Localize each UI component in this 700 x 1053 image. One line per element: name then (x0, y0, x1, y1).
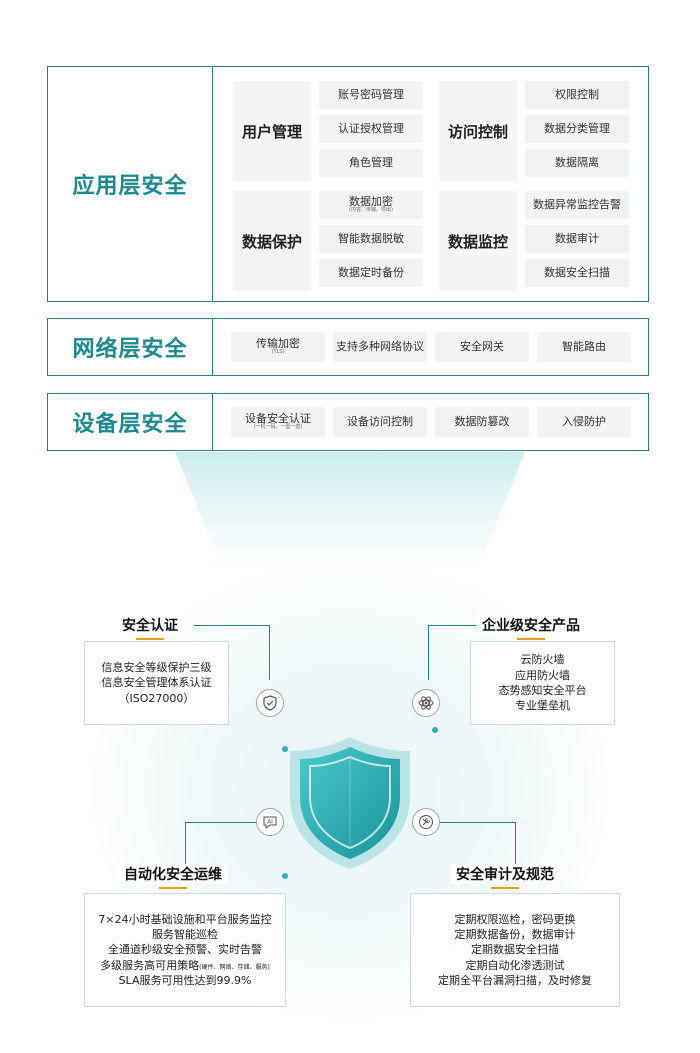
group-data-monitoring: 数据监控 数据异常监控告警 数据审计 数据安全扫描 (439, 191, 629, 291)
group-label: 数据保护 (233, 191, 311, 291)
ops-title: 自动化安全运维 (118, 864, 228, 884)
connector-enterprise (428, 625, 478, 680)
strategy-sub: (硬件、网络、存储、服务) (199, 963, 270, 971)
cert-title: 安全认证 (116, 615, 184, 635)
dot (432, 727, 438, 733)
chip: 传输加密 (TLS) (231, 332, 325, 362)
tools-icon (412, 808, 440, 836)
chip: 设备安全认证 (一机一码、一型一密) (231, 407, 325, 437)
dot (282, 873, 288, 879)
card-line: 定期自动化渗透测试 (465, 958, 565, 972)
app-layer: 应用层安全 用户管理 账号密码管理 认证授权管理 角色管理 访问控制 权限控制 … (47, 66, 649, 302)
svg-text:AI: AI (267, 819, 273, 826)
net-layer-body: 传输加密 (TLS) 支持多种网络协议 安全网关 智能路由 (213, 319, 648, 375)
dev-layer-title: 设备层安全 (48, 394, 213, 450)
enterprise-card: 云防火墙 应用防火墙 态势感知安全平台 专业堡垒机 (470, 641, 615, 725)
chip: 数据定时备份 (319, 259, 423, 287)
chip: 数据审计 (525, 225, 629, 253)
chip: 账号密码管理 (319, 81, 423, 109)
card-line-strategy: 多级服务高可用策略(硬件、网络、存储、服务) (100, 958, 270, 973)
card-line: 应用防火墙 (515, 668, 570, 682)
connector-ops (185, 822, 257, 864)
card-line: 专业堡垒机 (515, 699, 570, 713)
group-user-management: 用户管理 账号密码管理 认证授权管理 角色管理 (233, 81, 423, 181)
card-line: 定期权限巡检，密码更换 (454, 912, 576, 926)
card-line: 定期数据备份，数据审计 (454, 927, 576, 941)
shield-icon (290, 737, 410, 869)
chip: 设备访问控制 (333, 407, 427, 437)
chip: 数据加密 (内容、传输、导出) (319, 191, 423, 219)
chip-sub: (TLS) (271, 349, 285, 356)
connector-audit (440, 822, 516, 864)
chip: 智能路由 (537, 332, 631, 362)
chip: 智能数据脱敏 (319, 225, 423, 253)
card-line: 信息安全等级保护三级 (101, 660, 212, 674)
chip-sub: (一机一码、一型一密) (253, 424, 303, 431)
shield-check-icon (256, 689, 284, 717)
card-line: 态势感知安全平台 (498, 684, 587, 697)
chip: 数据安全扫描 (525, 259, 629, 287)
card-line: （ISO27000） (118, 691, 195, 705)
card-line: 服务智能巡检 (152, 927, 218, 941)
card-line: 定期数据安全扫描 (471, 943, 559, 957)
app-layer-title: 应用层安全 (48, 67, 213, 301)
group-label: 用户管理 (233, 81, 311, 181)
card-line: 云防火墙 (520, 653, 565, 667)
chip: 权限控制 (525, 81, 629, 109)
net-layer-title: 网络层安全 (48, 319, 213, 375)
light-beam (175, 452, 525, 572)
strategy-main: 多级服务高可用策略 (100, 958, 200, 972)
chip: 数据隔离 (525, 149, 629, 177)
group-label: 数据监控 (439, 191, 517, 291)
chip-main: 设备安全认证 (245, 411, 311, 425)
audit-card: 定期权限巡检，密码更换 定期数据备份，数据审计 定期数据安全扫描 定期自动化渗透… (410, 893, 620, 1007)
dev-layer-body: 设备安全认证 (一机一码、一型一密) 设备访问控制 数据防篡改 入侵防护 (213, 394, 648, 450)
chip-main: 数据加密 (349, 194, 393, 208)
dev-layer: 设备层安全 设备安全认证 (一机一码、一型一密) 设备访问控制 数据防篡改 入侵… (47, 393, 649, 451)
chip: 数据异常监控告警 (525, 191, 629, 219)
chip: 支持多种网络协议 (333, 332, 427, 362)
chip: 认证授权管理 (319, 115, 423, 143)
ai-icon: AI (256, 808, 284, 836)
net-layer: 网络层安全 传输加密 (TLS) 支持多种网络协议 安全网关 智能路由 (47, 318, 649, 376)
dot (282, 746, 288, 752)
chip-sub: (内容、传输、导出) (349, 207, 393, 214)
connector-cert (194, 625, 270, 680)
audit-title: 安全审计及规范 (450, 864, 560, 884)
chip: 数据分类管理 (525, 115, 629, 143)
card-line: SLA服务可用性达到99.9% (118, 974, 252, 988)
app-layer-body: 用户管理 账号密码管理 认证授权管理 角色管理 访问控制 权限控制 数据分类管理… (213, 67, 648, 301)
atom-icon (412, 689, 440, 717)
chip-main: 传输加密 (256, 336, 300, 350)
chip: 安全网关 (435, 332, 529, 362)
card-line: 定期全平台漏洞扫描，及时修复 (438, 974, 592, 988)
chip: 角色管理 (319, 149, 423, 177)
group-access-control: 访问控制 权限控制 数据分类管理 数据隔离 (439, 81, 629, 181)
card-line: 7×24小时基础设施和平台服务监控 (98, 912, 272, 926)
enterprise-title: 企业级安全产品 (476, 615, 586, 635)
group-label: 访问控制 (439, 81, 517, 181)
card-line: 全通道秒级安全预警、实时告警 (108, 943, 262, 957)
group-data-protection: 数据保护 数据加密 (内容、传输、导出) 智能数据脱敏 数据定时备份 (233, 191, 423, 291)
ops-card: 7×24小时基础设施和平台服务监控 服务智能巡检 全通道秒级安全预警、实时告警 … (84, 893, 286, 1007)
chip: 入侵防护 (537, 407, 631, 437)
chip: 数据防篡改 (435, 407, 529, 437)
card-line: 信息安全管理体系认证 (101, 676, 212, 690)
cert-card: 信息安全等级保护三级 信息安全管理体系认证 （ISO27000） (84, 641, 229, 725)
